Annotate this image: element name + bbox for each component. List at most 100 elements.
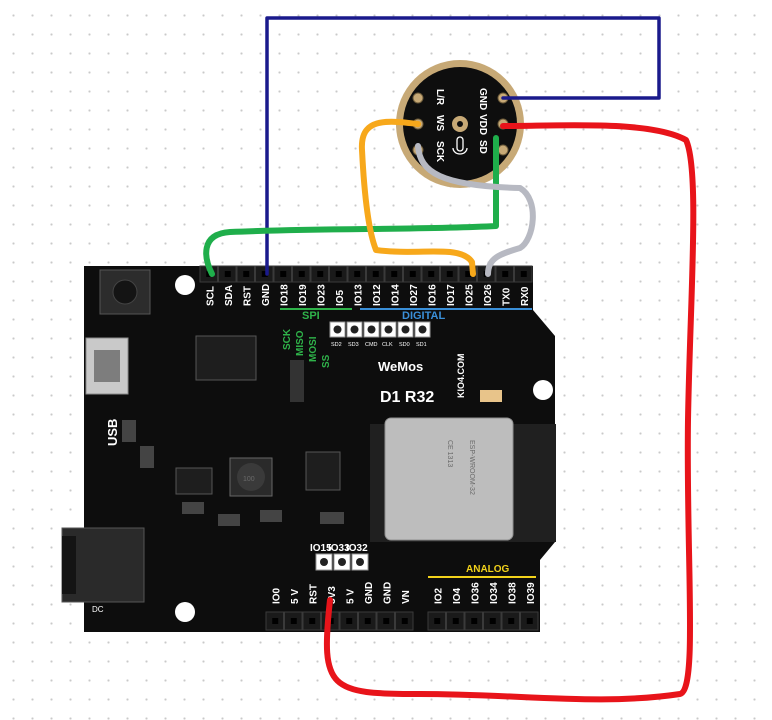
analog-pin-hole [452,618,459,624]
top-pin-hole [261,271,268,277]
spi-label: SPI [302,310,320,322]
mic-port-inner [457,121,463,127]
power-pin-label: GND [382,582,393,604]
module-text: ESP-WROOM-32 [468,440,475,495]
inductor-text: 100 [243,476,255,483]
mic-pin-label: SD [477,140,488,154]
top-pin-hole [317,271,324,277]
analog-pin-hole [434,618,441,624]
top-pin-hole [224,271,231,277]
flash-pin-label: SD0 [399,342,410,348]
top-pin-label: IO26 [483,284,494,306]
top-pin-label: RST [242,286,253,306]
top-pin-hole [335,271,342,277]
analog-pin-hole [508,618,515,624]
ic-chip [195,335,257,381]
top-pin-hole [465,271,472,277]
smd-part [182,502,204,514]
mic-pin-lr[interactable] [412,92,424,104]
power-pin-label: RST [308,584,319,604]
module-text: CE 1313 [446,440,453,467]
wire-sd-green [203,135,499,277]
smd-part [218,514,240,526]
flash-pin-hole [418,325,427,334]
mic-pin-label: VDD [477,114,488,135]
mid-pin-label: IO33 [328,543,350,554]
mid-pin-label: IO15 [310,543,332,554]
flash-pin-label: CLK [382,342,393,348]
top-pin-label: SDA [224,285,235,306]
analog-pin-label: IO34 [489,582,500,604]
power-pin-label: 3V3 [327,586,338,604]
analog-pin-hole [526,618,533,624]
mid-pin-hole [356,558,364,566]
mount-hole [175,602,195,622]
mid-pin-hole [338,558,346,566]
mic-pin-label: L/R [434,89,445,106]
top-pin-hole [502,271,509,277]
esp32-board: USB DC 100 ESP-WROOM-32 CE 1313 WeMos D1… [61,265,556,632]
power-pin-label: VN [401,590,412,604]
mic-pin-label: SCK [434,141,445,163]
flash-pin-hole [401,325,410,334]
power-pin-hole [346,618,353,624]
top-pin-label: TX0 [501,287,512,306]
flash-pin-label: SD2 [331,342,342,348]
smd-part [140,446,154,468]
top-pin-label: GND [261,284,272,306]
top-pin-hole [298,271,305,277]
top-pin-label: SCL [205,286,216,306]
analog-pin-hole [471,618,478,624]
top-pin-hole [243,271,250,277]
wire-ws-orange [358,118,476,277]
top-pin-hole [520,271,527,277]
analog-pin-hole [489,618,496,624]
flash-pin-hole [350,325,359,334]
top-pin-label: IO27 [409,284,420,306]
power-pin-label: 5 V [290,589,301,604]
top-pin-label: IO23 [316,284,327,306]
top-pin-label: IO17 [446,284,457,306]
wires [203,16,697,703]
flash-pin-hole [333,325,342,334]
wire-sck-gray [415,143,536,277]
flash-pin-hole [384,325,393,334]
usb-label: USB [105,419,120,446]
top-pin-label: IO13 [353,284,364,306]
top-pin-label: IO5 [335,289,346,306]
mid-pin-hole [320,558,328,566]
brand-logo: WeMos [378,359,423,374]
top-pin-label: IO14 [390,284,401,306]
top-pin-label: IO18 [279,284,290,306]
dc-label: DC [92,605,104,614]
top-pin-label: IO12 [372,284,383,306]
board-site: KIO4.COM [456,353,466,398]
mic-pin-sd[interactable] [497,144,509,156]
reset-button-cap [112,279,138,305]
power-pin-hole [290,618,297,624]
flash-pin-label: SD3 [348,342,359,348]
flash-pin-label: SD1 [416,342,427,348]
top-pin-label: IO25 [464,284,475,306]
wire-vdd-red [323,122,697,703]
power-pin-hole [364,618,371,624]
top-pin-hole [409,271,416,277]
smd-part [320,512,344,524]
esp32-module-shield [384,417,514,541]
spi-pin-label: MOSI [308,336,319,362]
spi-pin-label: SS [321,354,332,368]
mount-hole [533,380,553,400]
mic-pin-label: WS [434,115,445,131]
analog-pin-label: IO4 [452,587,463,604]
power-pin-hole [383,618,390,624]
wire-gnd-blue [265,16,661,276]
power-pin-label: IO0 [271,587,282,604]
top-pin-label: RX0 [520,286,531,306]
flash-pin-hole [367,325,376,334]
mount-hole [175,275,195,295]
smd-part [260,510,282,522]
